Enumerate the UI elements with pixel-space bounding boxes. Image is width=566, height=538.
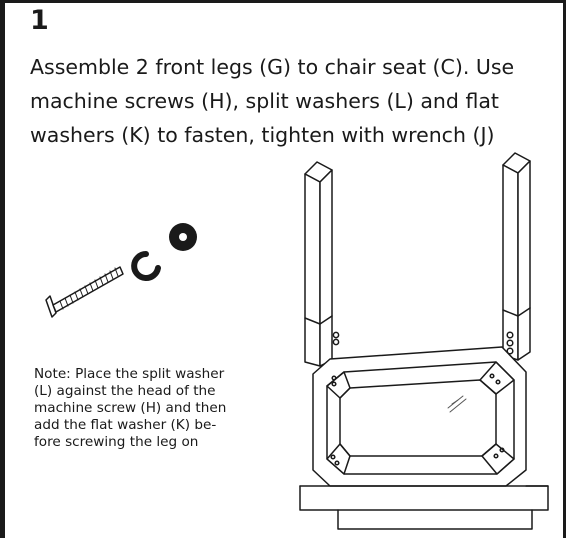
note-text: Note: Place the split washer (L) against… — [34, 366, 284, 451]
note-line: add the flat washer (K) be- — [34, 417, 217, 433]
instruction-line: machine screws (H), split washers (L) an… — [30, 89, 499, 113]
front-leg-drawing — [304, 161, 340, 367]
instruction-line: washers (K) to fasten, tighten with wren… — [30, 123, 495, 147]
step-number: 1 — [30, 5, 49, 36]
instruction-line: Assemble 2 front legs (G) to chair seat … — [30, 55, 515, 79]
note-line: Note: Place the split washer — [34, 366, 225, 382]
note-line: (L) against the head of the — [34, 383, 216, 399]
panel-border-right — [563, 0, 566, 538]
panel-border-left — [0, 0, 5, 538]
front-leg-drawing — [502, 152, 531, 361]
note-line: machine screw (H) and then — [34, 400, 227, 416]
split-washer-icon — [131, 251, 161, 281]
note-line: fore screwing the leg on — [34, 434, 199, 450]
panel-border-top — [0, 0, 566, 3]
flat-washer-icon — [169, 223, 197, 251]
machine-screw-icon — [45, 266, 124, 318]
step-instruction: Assemble 2 front legs (G) to chair seat … — [30, 50, 555, 152]
chair-seat-drawing — [299, 346, 549, 530]
